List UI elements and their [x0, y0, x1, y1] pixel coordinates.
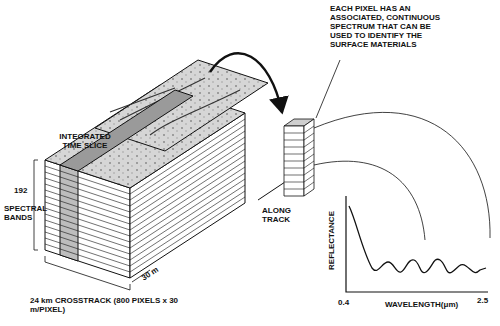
pixel-spectrum-column — [284, 119, 314, 196]
pixel-band-line — [284, 133, 314, 140]
band-line — [45, 197, 245, 272]
band-count: 192 — [14, 186, 34, 195]
pixel-band-line — [284, 126, 314, 133]
pixel-band-line — [284, 140, 314, 147]
axis-label: SPECTRAL BANDS — [4, 204, 32, 222]
pixel-band-line — [284, 154, 314, 161]
pixel-band-line — [284, 168, 314, 175]
tick-label: 0.4 — [338, 298, 358, 307]
tick-label: 2.5 — [477, 296, 497, 305]
data-cube — [45, 60, 268, 278]
pixel-band-line — [284, 161, 314, 168]
band-line — [45, 191, 245, 266]
spectrum-curve — [349, 206, 486, 273]
axis-label: REFLECTANCE — [327, 206, 336, 276]
axis-label: WAVELENGTH(μm) — [385, 300, 465, 309]
pixel-band-line — [284, 147, 314, 154]
callout-note: EACH PIXEL HAS AN ASSOCIATED, CONTINUOUS… — [330, 4, 448, 49]
dimension-label: 24 km CROSSTRACK (800 PIXELS x 30 m/PIXE… — [30, 296, 210, 314]
pixel-band-line — [284, 182, 314, 189]
band-lines — [45, 119, 245, 272]
pixel-band-line — [284, 175, 314, 182]
band-line — [45, 185, 245, 260]
axis-label: ALONG TRACK — [262, 206, 302, 224]
slice-label: INTEGRATED TIME SLICE — [54, 132, 116, 150]
